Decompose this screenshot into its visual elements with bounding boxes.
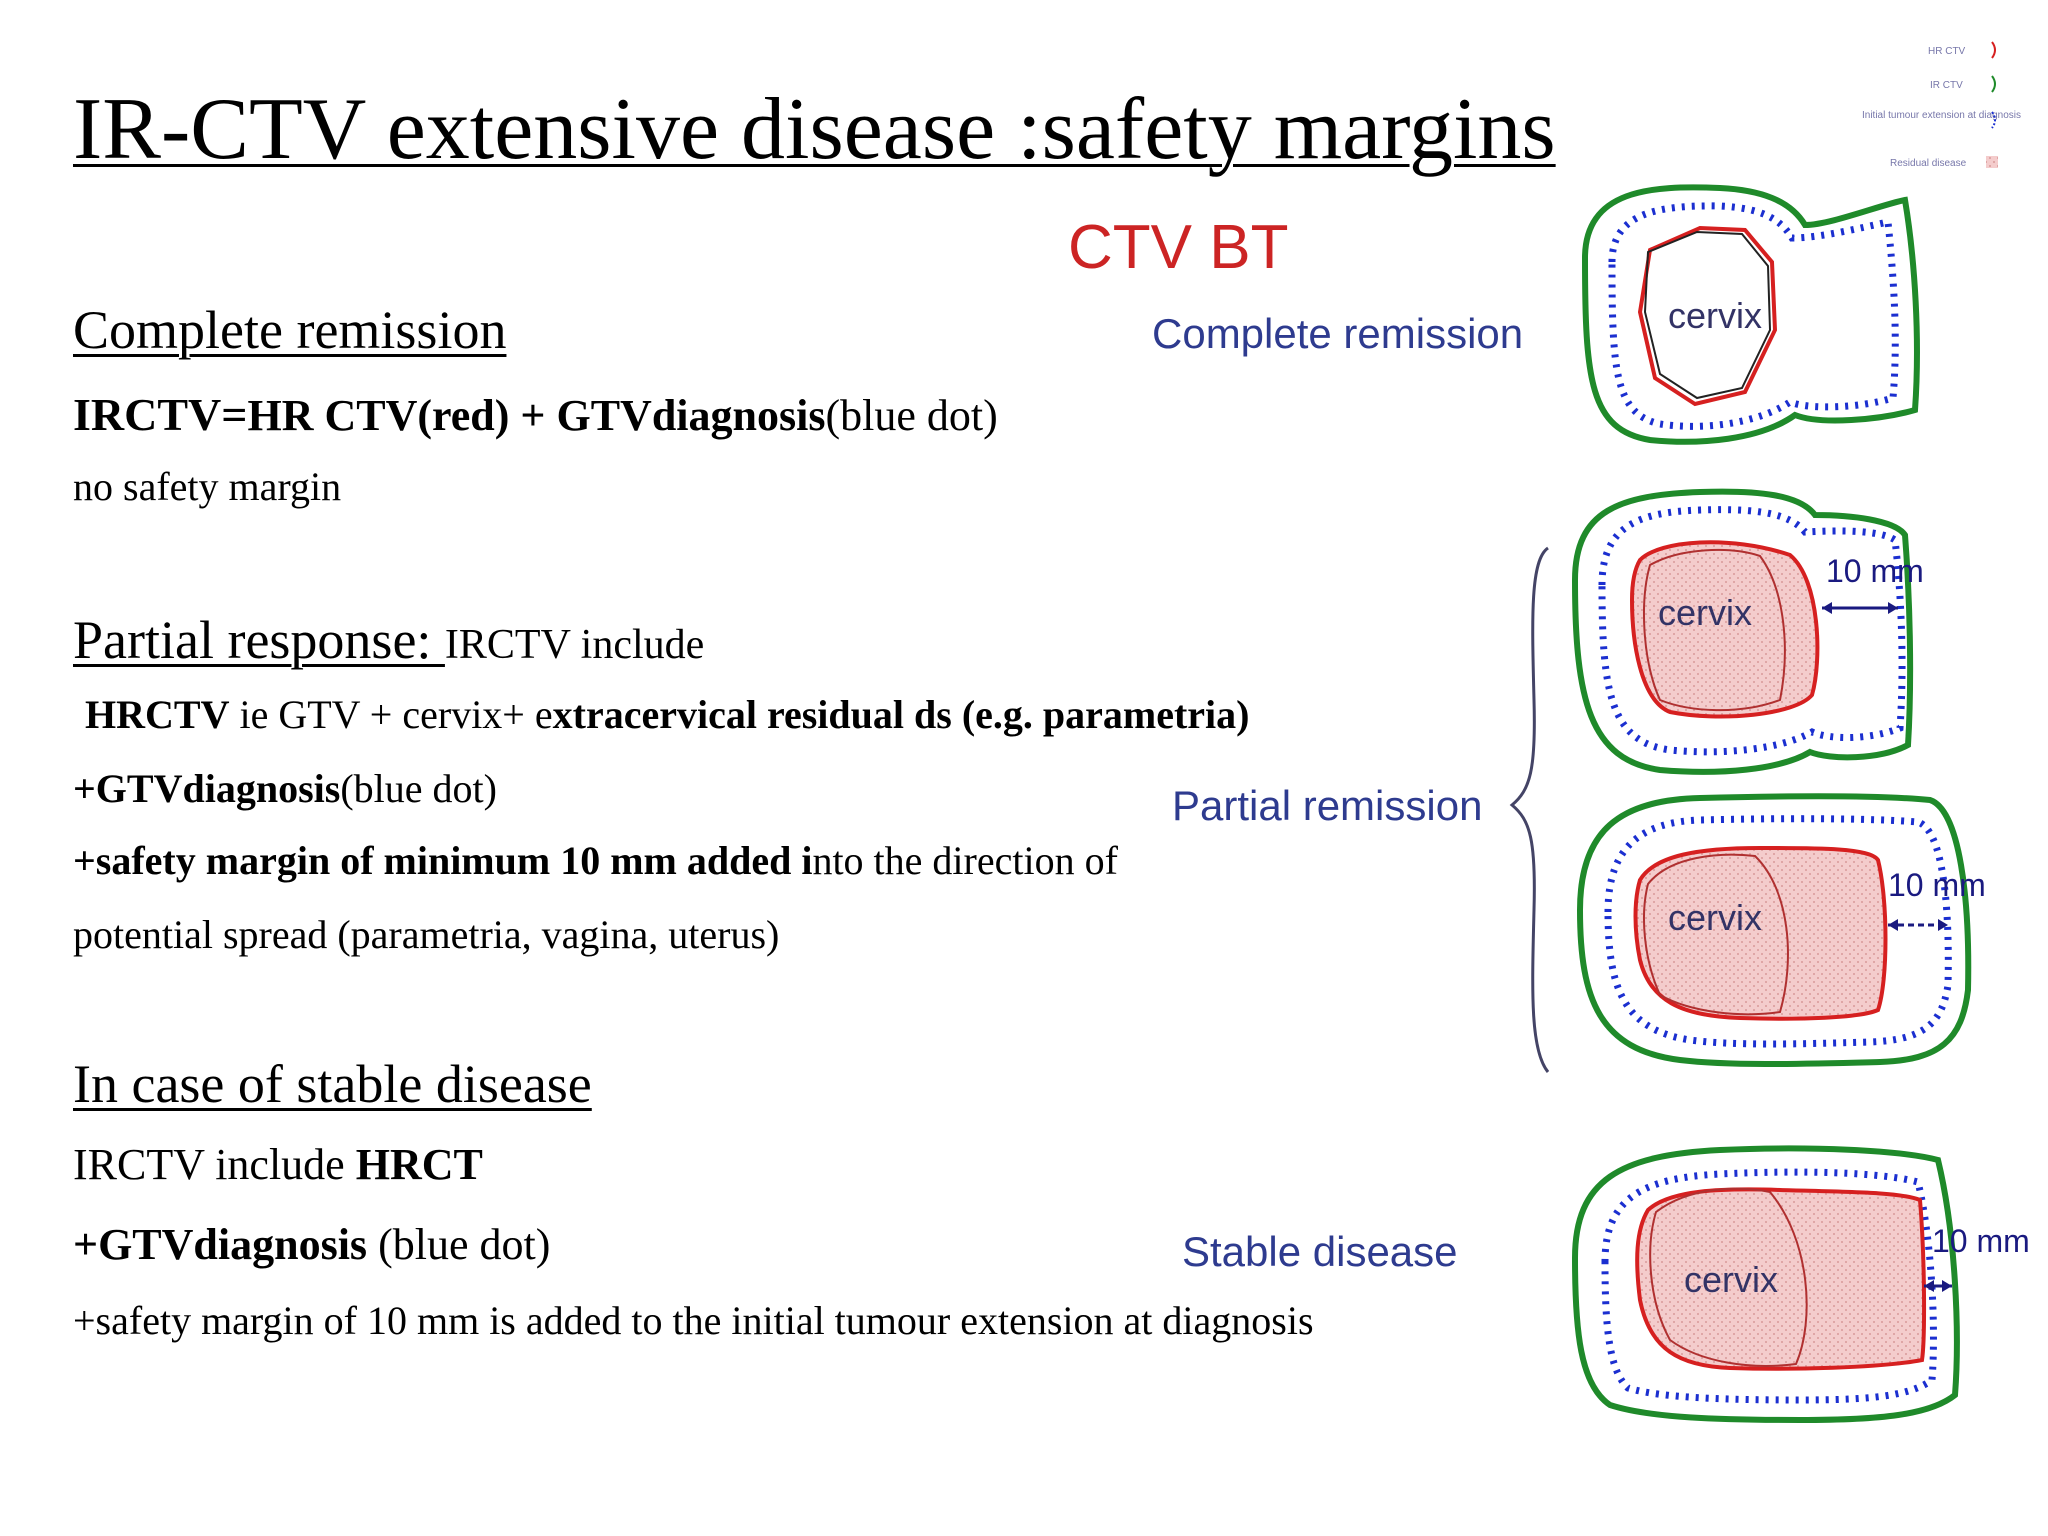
ir-ctv-contour-1	[1581, 184, 1920, 445]
partial-response-heading: Partial response:	[73, 610, 445, 670]
cervix-outline-4	[1649, 1187, 1808, 1367]
complete-remission-heading: Complete remission	[73, 300, 507, 360]
partial-l1-bold-b: xtracervical residual ds (e.g. parametri…	[552, 692, 1250, 737]
partial-remission-bracket	[1509, 546, 1550, 1073]
stable-disease-line-3: +safety margin of 10 mm is added to the …	[73, 1298, 1314, 1343]
stable-l2-normal: (blue dot)	[367, 1220, 551, 1269]
partial-l3-bold: +safety margin of minimum 10 mm added i	[73, 838, 813, 883]
complete-remission-figure-label: Complete remission	[1152, 310, 1524, 357]
stable-disease-line-2: +GTVdiagnosis (blue dot)	[73, 1218, 550, 1272]
partial-l1-normal: ie GTV + cervix+ e	[229, 692, 553, 737]
stable-l2-bold: +GTVdiagnosis	[73, 1220, 368, 1269]
ir-ctv-contour-2	[1571, 488, 1914, 775]
legend-hr-ctv-swatch	[1991, 41, 1996, 59]
stable-disease-heading: In case of stable disease	[73, 1054, 592, 1114]
partial-remission-figure-label: Partial remission	[1172, 782, 1483, 829]
cervix-outline-2	[1643, 548, 1786, 712]
residual-disease-4	[1635, 1187, 1927, 1371]
cervix-label-1: cervix	[1668, 295, 1762, 336]
partial-response-line-2: +GTVdiagnosis(blue dot)	[73, 764, 497, 814]
stable-l1-normal: IRCTV include	[73, 1140, 356, 1189]
residual-disease-2	[1629, 540, 1820, 719]
partial-response-line-4: potential spread (parametria, vagina, ut…	[73, 912, 780, 957]
partial-response-line-1: HRCTV ie GTV + cervix+ extracervical res…	[85, 690, 1249, 740]
legend-residual-swatch	[1986, 156, 1998, 168]
cervix-outline-1	[1643, 230, 1772, 400]
partial-l2-bold: +GTVdiagnosis	[73, 766, 341, 811]
legend-gtv-swatch	[1991, 111, 1996, 129]
legend: HR CTV IR CTV Initial tumour extension a…	[1862, 41, 2021, 169]
partial-l3-normal: nto the direction of	[812, 838, 1118, 883]
residual-disease-3	[1633, 845, 1888, 1021]
diagram-partial-remission-lower: cervix 10 mm	[1576, 793, 1986, 1067]
legend-ir-ctv-label: IR CTV	[1930, 80, 1963, 91]
partial-response-heading-line: Partial response: IRCTV include	[73, 608, 704, 677]
gtv-diagnosis-contour-2	[1598, 506, 1906, 756]
page-title: IR-CTV extensive disease :safety margins	[73, 81, 1556, 178]
cervix-outline-3	[1643, 853, 1789, 1016]
margin-label-2: 10 mm	[1826, 553, 1924, 589]
complete-l1-bold-b: HR CTV(red) + GTVdiagnosis	[247, 391, 826, 440]
diagram-stable-disease: cervix 10 mm	[1571, 1145, 2030, 1424]
complete-l1-bold-a: IRCTV=	[73, 389, 248, 440]
legend-ir-ctv-swatch	[1991, 75, 1996, 93]
gtv-diagnosis-contour-4	[1601, 1168, 1937, 1404]
cervix-label-3: cervix	[1668, 897, 1762, 938]
legend-gtv-label: Initial tumour extension at diagnosis	[1862, 110, 2021, 121]
stable-l1-bold: HRCT	[355, 1140, 483, 1189]
cervix-label-2: cervix	[1658, 592, 1752, 633]
ir-ctv-contour-3	[1576, 793, 1972, 1067]
cervix-label-4: cervix	[1684, 1259, 1778, 1300]
ir-ctv-contour-4	[1571, 1145, 1960, 1424]
partial-response-line-3: +safety margin of minimum 10 mm added in…	[73, 836, 1118, 886]
complete-remission-line-2: no safety margin	[73, 464, 342, 509]
diagram-complete-remission: cervix	[1581, 184, 1920, 445]
margin-label-3: 10 mm	[1888, 867, 1986, 903]
partial-l1-bold-a: HRCTV	[85, 692, 230, 737]
hr-ctv-contour-1	[1637, 225, 1778, 407]
legend-hr-ctv-label: HR CTV	[1928, 46, 1966, 57]
complete-remission-line-1: IRCTV=HR CTV(red) + GTVdiagnosis(blue do…	[73, 388, 998, 443]
ctv-bt-label: CTV BT	[1068, 213, 1289, 282]
stable-disease-figure-label: Stable disease	[1182, 1228, 1458, 1275]
margin-arrowheads-4	[1924, 1280, 1952, 1292]
stable-disease-line-1: IRCTV include HRCT	[73, 1138, 483, 1192]
margin-label-4: 10 mm	[1932, 1223, 2030, 1259]
legend-residual-label: Residual disease	[1890, 158, 1967, 169]
diagram-partial-remission-upper: cervix 10 mm	[1571, 488, 1924, 775]
partial-l2-normal: (blue dot)	[340, 766, 497, 811]
complete-l1-normal: (blue dot)	[825, 391, 998, 440]
partial-response-heading-tail: IRCTV include	[444, 622, 705, 668]
